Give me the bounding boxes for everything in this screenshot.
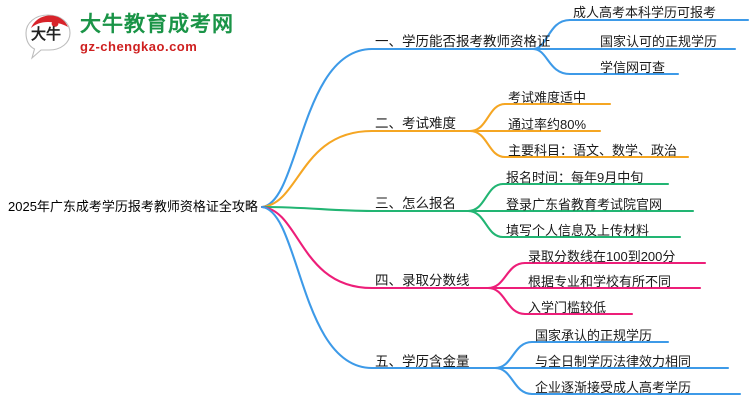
branch-4-leaf-3-stem [486,286,527,316]
leaf-1-2: 国家认可的正规学历 [600,34,718,49]
branch-5-leaf-3-stem [493,366,534,396]
logo-subtitle: gz-chengkao.com [80,39,198,54]
leaf-2-1: 考试难度适中 [508,90,587,105]
branch-label-3: 三、怎么报名 [375,196,456,211]
leaf-5-3: 企业逐渐接受成人高考学历 [535,380,692,395]
branch-3-leaf-3-stem [466,209,505,239]
branch-label-1: 一、学历能否报考教师资格证 [375,34,551,49]
svg-text:大牛: 大牛 [31,25,61,43]
leaf-3-1: 报名时间：每年9月中旬 [506,170,644,185]
branch-2-stem [260,129,374,209]
branch-2-leaf-1-stem [468,102,507,133]
leaf-4-2: 根据专业和学校有所不同 [528,274,672,289]
branch-3-leaf-1-stem [466,182,505,213]
branch-4-leaf-1-stem [486,261,527,290]
branch-label-2: 二、考试难度 [375,116,456,131]
branch-1-leaf-3-stem [531,47,572,76]
leaf-2-3: 主要科目：语文、数学、政治 [508,143,678,158]
logo-wordmark: 大牛教育成考网 gz-chengkao.com [80,12,234,55]
branch-2-leaf-3-stem [468,129,507,159]
logo-mark-icon: 大牛 [22,12,74,62]
leaf-1-3: 学信网可查 [600,60,666,75]
branch-5-leaf-1-stem [493,340,534,370]
branch-5-stem [260,205,374,370]
mindmap-root-label: 2025年广东成考学历报考教师资格证全攻略 [8,199,258,214]
branch-3-stem [260,205,374,213]
leaf-3-2: 登录广东省教育考试院官网 [506,197,663,212]
logo-title: 大牛教育成考网 [80,13,234,36]
leaf-5-2: 与全日制学历法律效力相同 [535,354,692,369]
branch-1-stem [260,47,374,209]
leaf-1-1: 成人高考本科学历可报考 [573,5,717,20]
leaf-2-2: 通过率约80% [508,117,587,132]
branch-label-5: 五、学历含金量 [375,354,470,369]
site-logo: 大牛 大牛教育成考网 gz-chengkao.com [22,10,262,66]
leaf-4-3: 入学门槛较低 [528,300,607,315]
leaf-3-3: 填写个人信息及上传材料 [506,223,650,238]
leaf-4-1: 录取分数线在100到200分 [528,249,676,264]
branch-label-4: 四、录取分数线 [375,273,470,288]
leaf-5-1: 国家承认的正规学历 [535,328,653,343]
branch-4-stem [260,205,374,290]
